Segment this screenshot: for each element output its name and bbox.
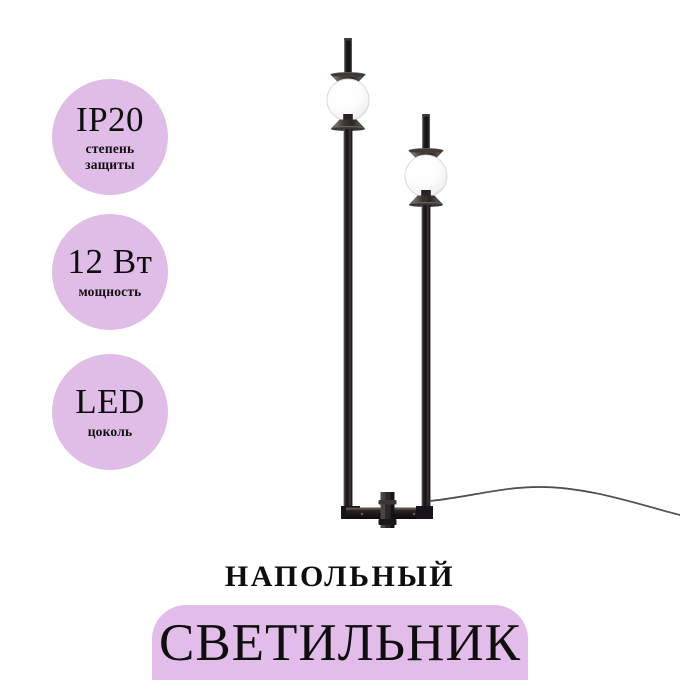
product-title-banner: СВЕТИЛЬНИК — [152, 605, 528, 680]
badge-lamp-base-type: LED цоколь — [52, 354, 168, 470]
short-lamp-head — [404, 114, 448, 207]
badge-value: 12 Вт — [67, 242, 153, 282]
badge-caption-line2: защиты — [85, 156, 135, 172]
badge-caption: степень защиты — [85, 141, 135, 173]
badge-power: 12 Вт мощность — [52, 214, 168, 330]
power-cord — [429, 486, 680, 516]
badge-caption: цоколь — [88, 424, 133, 440]
badge-ip-rating: IP20 степень защиты — [52, 79, 168, 195]
badge-value: LED — [75, 382, 145, 422]
tall-lamp-head — [326, 38, 370, 131]
badge-caption-line1: мощность — [78, 284, 142, 300]
badge-caption-line1: степень — [85, 140, 135, 156]
short-stem — [421, 205, 431, 515]
badge-value: IP20 — [75, 99, 145, 139]
badge-caption-line1: цоколь — [87, 424, 133, 440]
tall-stem — [343, 129, 353, 515]
lamp-base — [341, 492, 433, 528]
product-title: СВЕТИЛЬНИК — [158, 614, 521, 672]
badge-caption: мощность — [78, 284, 141, 300]
product-subtitle: НАПОЛЬНЫЙ — [224, 560, 456, 593]
